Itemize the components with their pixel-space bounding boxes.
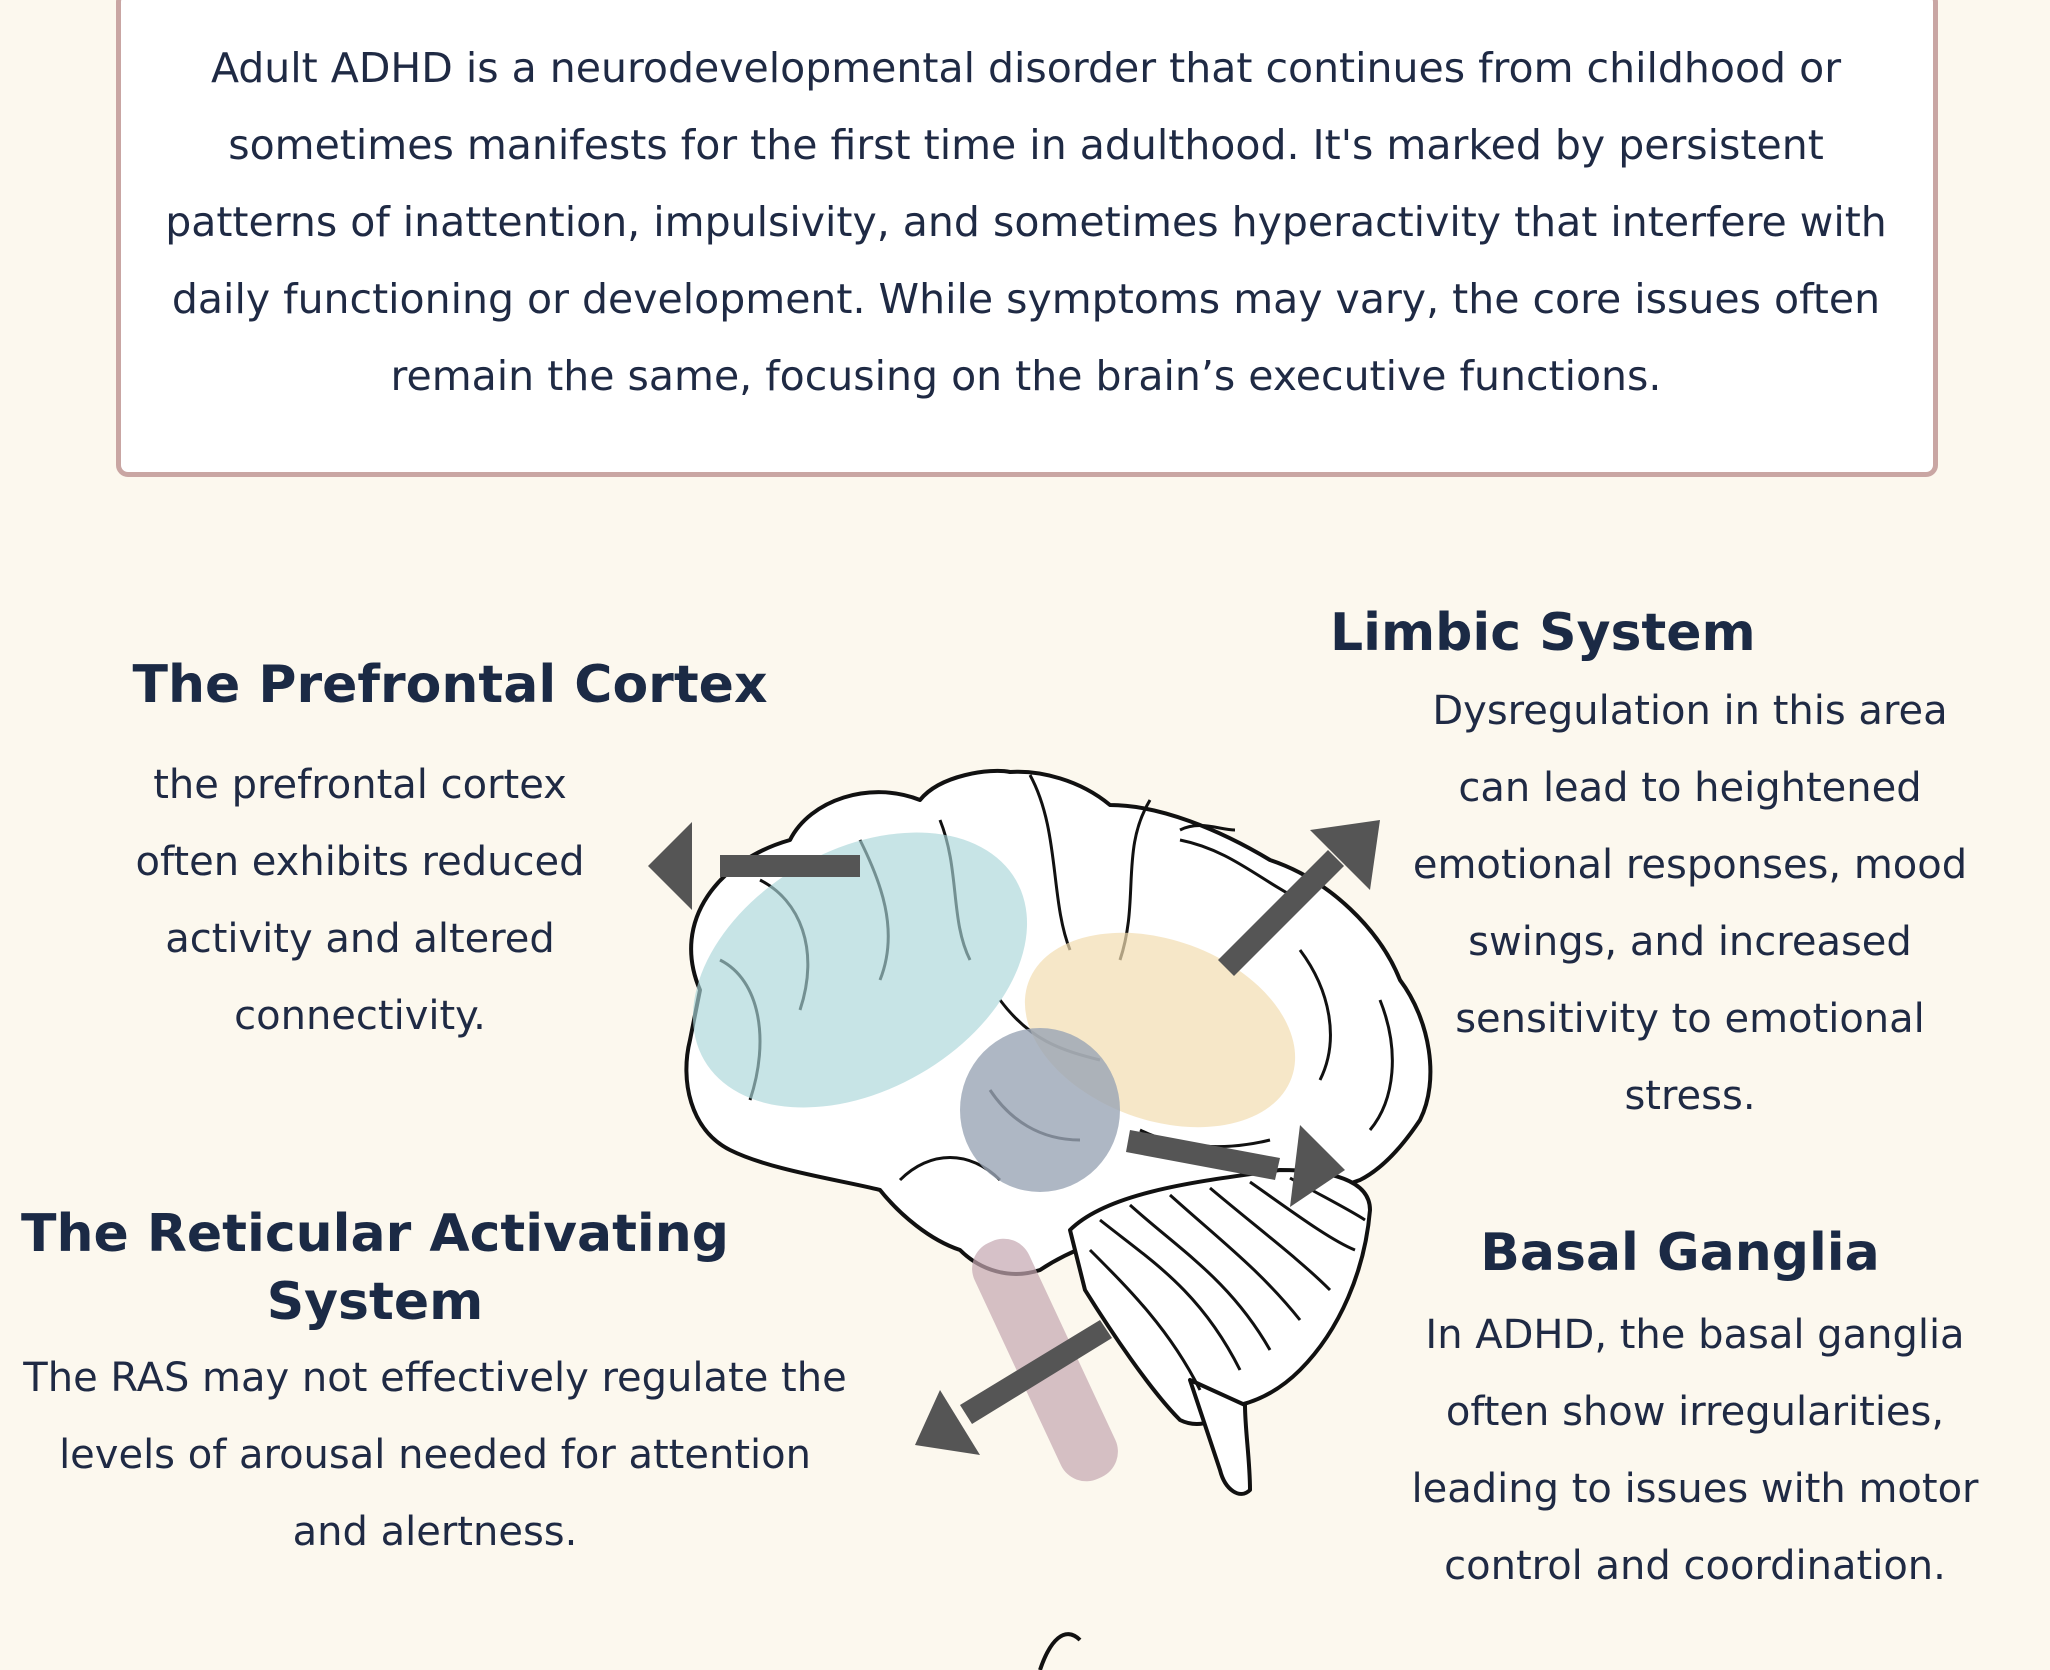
ras-title: The Reticular Activating System [20, 1204, 730, 1332]
intro-box [116, 0, 1938, 477]
brain-cerebellum [1068, 1168, 1372, 1426]
limbic-description: Dysregulation in this area can lead to h… [1412, 688, 1968, 1119]
prefrontal-title: The Prefrontal Cortex [132, 655, 768, 715]
prefrontal-description: the prefrontal cortex often exhibits red… [135, 762, 585, 1039]
decorative-swirl [1038, 1632, 1082, 1670]
arrow-basal [1126, 1125, 1345, 1207]
ras-description: The RAS may not effectively regulate the… [23, 1355, 847, 1555]
limbic-title: Limbic System [1330, 603, 1756, 663]
prefrontal-highlight [692, 832, 1028, 1108]
basal-title: Basal Ganglia [1480, 1223, 1880, 1283]
brain-stem [1188, 1378, 1252, 1496]
intro-text: Adult ADHD is a neurodevelopmental disor… [165, 44, 1887, 400]
arrow-ras [915, 1320, 1112, 1455]
basal-description: In ADHD, the basal ganglia often show ir… [1411, 1312, 1979, 1589]
arrow-limbic [1218, 820, 1380, 976]
arrow-prefrontal [648, 822, 860, 910]
basal-highlight [960, 1028, 1120, 1192]
